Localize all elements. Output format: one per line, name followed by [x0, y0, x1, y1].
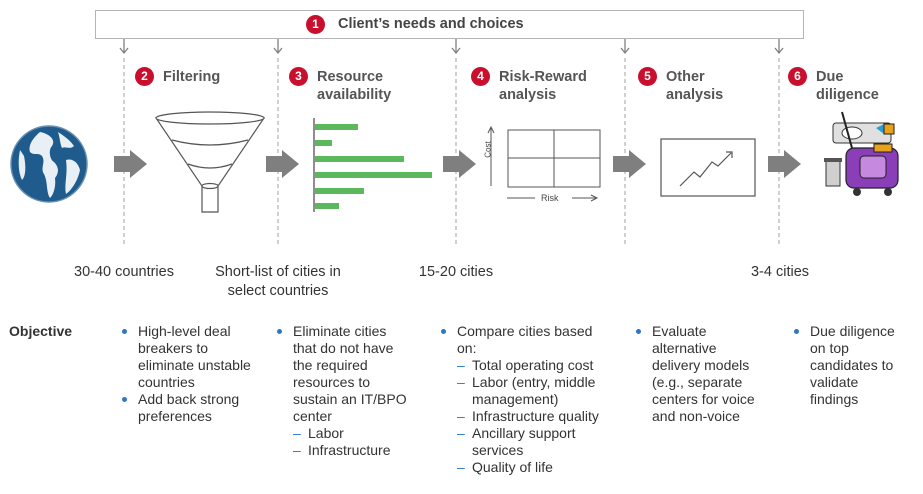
caption-3-4-cities: 3-4 cities: [750, 264, 810, 280]
bullet-dot-icon: [441, 329, 446, 334]
objective-sub-item: –Total operating cost: [457, 357, 594, 373]
bullet-dot-icon: [122, 397, 127, 402]
objective-label: Objective: [9, 323, 73, 339]
funnel-icon: [154, 111, 266, 213]
down-arrow-4: [620, 39, 630, 55]
globe-icon: [10, 125, 88, 203]
objective-sub-item: –Infrastructure quality: [457, 408, 599, 424]
down-arrow-5: [774, 39, 784, 55]
stage-title-filtering: Filtering: [163, 69, 221, 85]
bullet-dot-icon: [122, 329, 127, 334]
bullet-dot-icon: [636, 329, 641, 334]
caption-countries: 30-40 countries: [74, 264, 174, 280]
bullet-dot-icon: [277, 329, 282, 334]
flow-arrow-1: [114, 150, 147, 178]
client-needs-header: [95, 10, 804, 39]
resource-bar-6: [315, 203, 339, 209]
header-title: Client’s needs and choices: [338, 16, 524, 32]
resource-bar-1: [315, 124, 358, 130]
flow-arrow-3: [443, 150, 476, 178]
down-arrow-2: [273, 39, 283, 55]
resource-bar-2: [315, 140, 332, 146]
resource-bar-chart: [313, 118, 432, 212]
caption-15-20-cities: 15-20 cities: [418, 264, 494, 280]
step-number-6: 6: [788, 67, 807, 86]
risk-reward-matrix: [487, 125, 601, 202]
risk-chart-y-label: Cost: [483, 141, 493, 158]
resource-bar-5: [315, 188, 364, 194]
step-number-4: 4: [471, 67, 490, 86]
flow-arrow-2: [266, 150, 299, 178]
objective-sub-item: –Quality of life: [457, 459, 553, 475]
step-number-3: 3: [289, 67, 308, 86]
down-arrow-3: [451, 39, 461, 55]
risk-chart-x-label: Risk: [541, 193, 559, 203]
flow-arrow-4: [613, 150, 646, 178]
step-number-1: 1: [306, 15, 325, 34]
down-arrow-1: [119, 39, 129, 55]
bullet-dot-icon: [794, 329, 799, 334]
objective-sub-item: –Infrastructure: [293, 442, 391, 458]
step-number-5: 5: [638, 67, 657, 86]
resource-bar-4: [315, 172, 432, 178]
step-number-2: 2: [135, 67, 154, 86]
flow-arrow-5: [768, 150, 801, 178]
objective-sub-item: –Labor: [293, 425, 344, 441]
trend-chart-icon: [660, 138, 756, 197]
luggage-clipart-icon: [824, 111, 899, 196]
resource-bar-3: [315, 156, 404, 162]
